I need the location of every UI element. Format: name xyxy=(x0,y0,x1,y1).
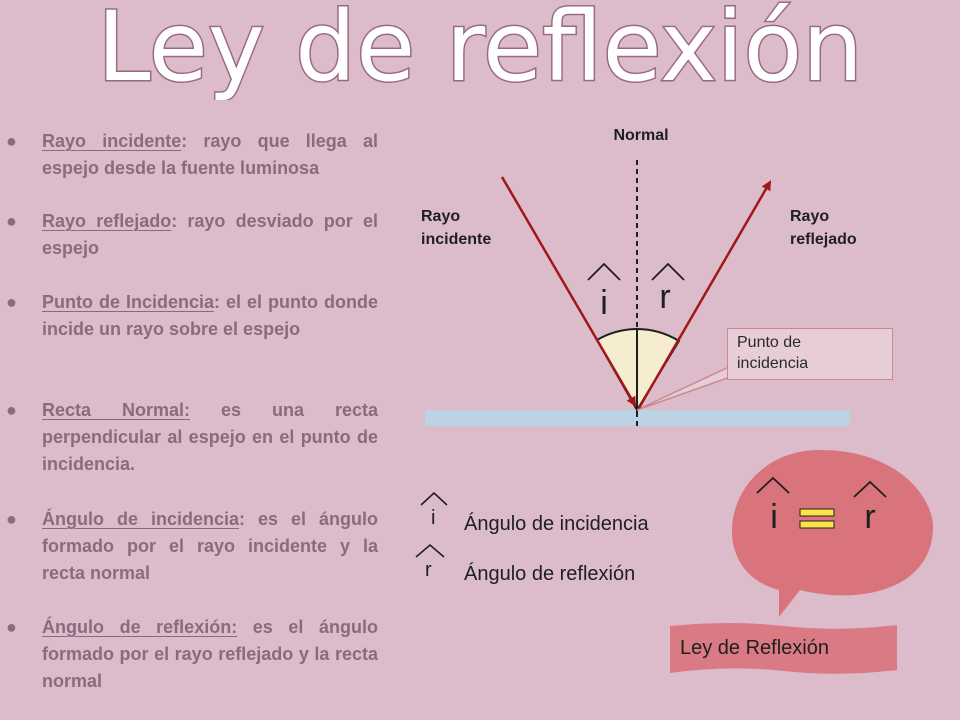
equals-icon xyxy=(799,508,835,517)
definition-term: Rayo reflejado xyxy=(42,211,172,231)
definition-text: Ángulo de reflexión: es el ángulo formad… xyxy=(42,614,378,695)
legend-label: Ángulo de reflexión xyxy=(464,563,636,585)
mirror xyxy=(425,410,850,426)
bullet-icon: ● xyxy=(6,292,17,312)
page-title: Ley de reflexión xyxy=(97,0,863,100)
legend-symbol: r xyxy=(425,559,432,581)
definitions-list: ● Rayo incidente: rayo que llega al espe… xyxy=(0,0,400,720)
incident-ray xyxy=(500,176,637,407)
callout-line: incidencia xyxy=(737,355,809,372)
bullet-icon: ● xyxy=(6,617,17,637)
bullet-icon: ● xyxy=(6,131,17,151)
legend-symbol: i xyxy=(431,507,436,529)
definition-text: Ángulo de incidencia: es el ángulo forma… xyxy=(42,506,378,587)
legend-label: Ángulo de incidencia xyxy=(464,513,649,535)
hat-icon xyxy=(853,480,887,498)
normal-label: Normal xyxy=(613,127,668,144)
definition-body: es una recta perpendicular al espejo en … xyxy=(42,400,378,474)
incidence-point-callout: Punto de incidencia xyxy=(727,328,893,380)
reflected-ray xyxy=(637,180,772,409)
title-graphic: Ley de reflexión xyxy=(95,0,864,100)
definition-text: Punto de Incidencia: el el punto donde i… xyxy=(42,289,378,343)
law-rhs-symbol: r xyxy=(864,498,875,536)
definition-separator: : xyxy=(171,211,178,231)
definition-text: Rayo incidente: rayo que llega al espejo… xyxy=(42,128,378,182)
definition-body: es el ángulo formado por el rayo inciden… xyxy=(42,509,378,583)
definition-body: rayo que llega al espejo desde la fuente… xyxy=(42,131,379,178)
definition-term: Ángulo de incidencia xyxy=(42,509,239,529)
equals-icon xyxy=(799,520,835,529)
definition-term: Punto de Incidencia xyxy=(42,292,215,312)
angle-r-symbol: r xyxy=(659,278,670,316)
definition-term: Rayo incidente xyxy=(42,131,182,151)
definition-separator: : xyxy=(214,292,221,312)
law-banner xyxy=(670,623,897,674)
definition-body: es el ángulo formado por el rayo refleja… xyxy=(42,617,378,691)
bullet-icon: ● xyxy=(6,400,17,420)
definition-term: Ángulo de reflexión: xyxy=(42,617,238,637)
law-bubble xyxy=(731,450,934,617)
angle-i-symbol: i xyxy=(600,284,608,322)
hat-icon xyxy=(756,476,790,494)
bullet-icon: ● xyxy=(6,211,17,231)
definition-separator: : xyxy=(239,509,245,529)
definition-separator: : xyxy=(181,131,188,151)
law-lhs-symbol: i xyxy=(770,498,778,536)
definition-body: el el punto donde incide un rayo sobre e… xyxy=(42,292,378,339)
hat-icon xyxy=(420,491,448,506)
definition-text: Recta Normal: es una recta perpendicular… xyxy=(42,397,378,478)
reflected-ray-label: Rayo reflejado xyxy=(790,208,857,248)
law-caption: Ley de Reflexión xyxy=(680,637,829,659)
hat-icon xyxy=(587,262,621,281)
bullet-icon: ● xyxy=(6,509,17,529)
definition-text: Rayo reflejado: rayo desviado por el esp… xyxy=(42,208,378,262)
definition-body: rayo desviado por el espejo xyxy=(42,211,378,258)
callout-line: Punto de xyxy=(737,334,802,351)
hat-icon xyxy=(415,543,445,558)
definition-term: Recta Normal: xyxy=(42,400,191,420)
incident-ray-label: Rayo incidente xyxy=(421,208,491,248)
hat-icon xyxy=(651,262,685,281)
